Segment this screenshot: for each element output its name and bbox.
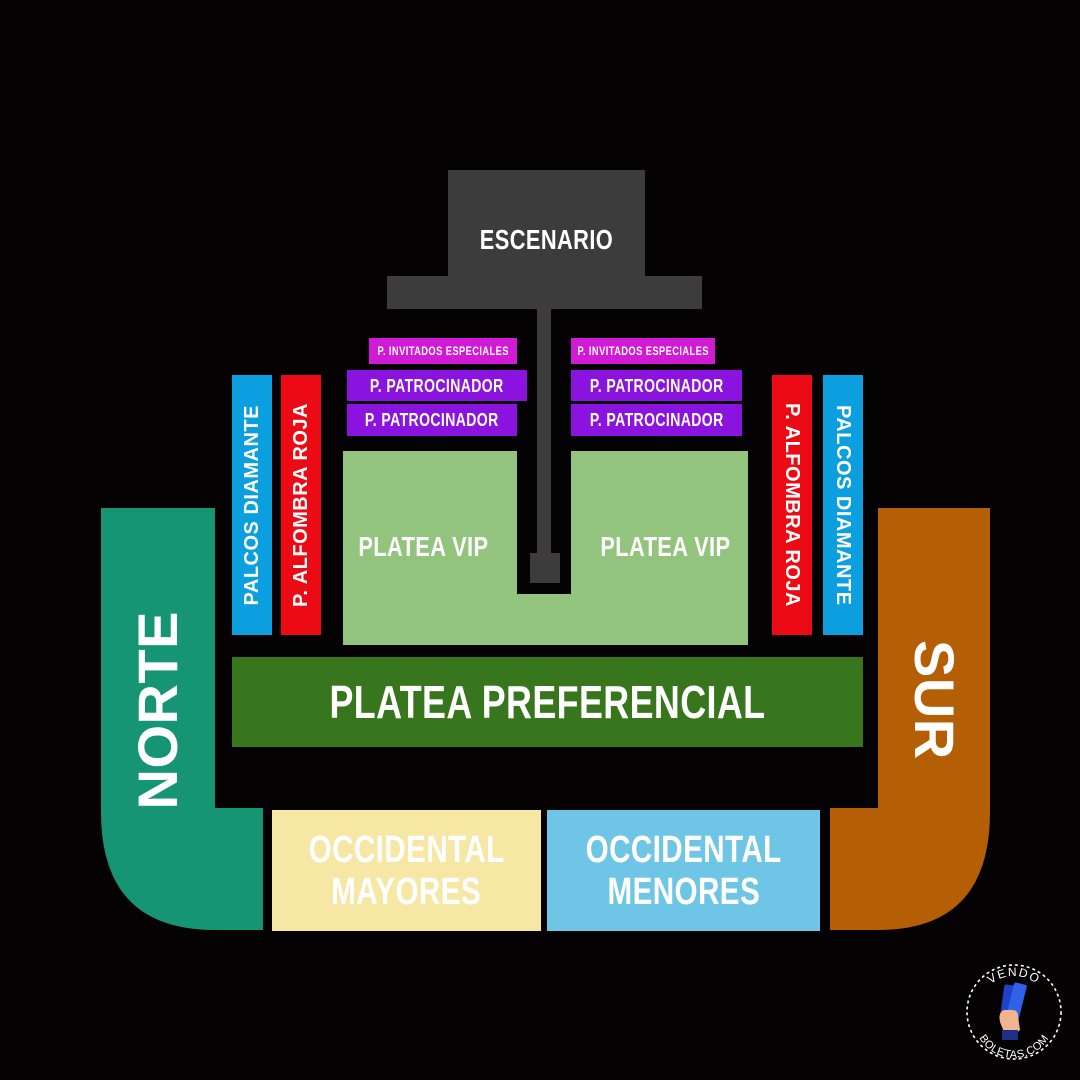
section-occidental-mayores-line2: MAYORES bbox=[331, 870, 482, 913]
brand-logo[interactable]: VENDO BOLETAS.COM bbox=[962, 960, 1066, 1064]
section-sur-label: SUR bbox=[903, 640, 966, 760]
section-platea-preferencial[interactable]: PLATEA PREFERENCIAL bbox=[232, 657, 863, 747]
section-occidental-menores-line2: MENORES bbox=[607, 870, 760, 913]
section-invitados-especiales-right-label: P. INVITADOS ESPECIALES bbox=[577, 344, 709, 358]
section-platea-preferencial-label: PLATEA PREFERENCIAL bbox=[329, 676, 766, 728]
stage[interactable]: ESCENARIO bbox=[448, 205, 645, 275]
section-patrocinador-left-1[interactable]: P. PATROCINADOR bbox=[347, 370, 527, 401]
section-patrocinador-left-2[interactable]: P. PATROCINADOR bbox=[347, 404, 517, 436]
brand-logo-graphic: VENDO BOLETAS.COM bbox=[966, 964, 1062, 1061]
section-platea-vip-right-label: PLATEA VIP bbox=[599, 531, 731, 562]
section-alfombra-roja-left[interactable]: P. ALFOMBRA ROJA bbox=[281, 375, 321, 635]
section-patrocinador-right-2[interactable]: P. PATROCINADOR bbox=[571, 404, 742, 436]
section-palcos-diamante-left[interactable]: PALCOS DIAMANTE bbox=[232, 375, 272, 635]
section-patrocinador-right-2-label: P. PATROCINADOR bbox=[589, 410, 724, 430]
section-occidental-mayores[interactable]: OCCIDENTAL MAYORES bbox=[272, 810, 541, 931]
svg-text:VENDO: VENDO bbox=[985, 965, 1043, 987]
stage-label: ESCENARIO bbox=[479, 224, 614, 255]
brand-logo-top-text: VENDO bbox=[985, 965, 1042, 987]
section-occidental-mayores-line1: OCCIDENTAL bbox=[308, 828, 505, 871]
section-occidental-menores-line1: OCCIDENTAL bbox=[585, 828, 782, 871]
section-patrocinador-left-2-label: P. PATROCINADOR bbox=[365, 410, 499, 430]
section-platea-vip-left[interactable]: PLATEA VIP bbox=[343, 515, 503, 579]
tickets-hand-icon bbox=[999, 982, 1027, 1040]
section-palcos-diamante-right[interactable]: PALCOS DIAMANTE bbox=[823, 375, 863, 635]
section-platea-vip-left-label: PLATEA VIP bbox=[357, 531, 489, 562]
section-alfombra-roja-right[interactable]: P. ALFOMBRA ROJA bbox=[772, 375, 812, 635]
section-alfombra-roja-right-label: P. ALFOMBRA ROJA bbox=[781, 403, 803, 607]
section-invitados-especiales-right[interactable]: P. INVITADOS ESPECIALES bbox=[571, 338, 715, 364]
section-patrocinador-right-1[interactable]: P. PATROCINADOR bbox=[571, 370, 742, 401]
section-sur[interactable]: SUR bbox=[878, 600, 990, 800]
section-invitados-especiales-left-label: P. INVITADOS ESPECIALES bbox=[377, 344, 509, 358]
section-palcos-diamante-right-label: PALCOS DIAMANTE bbox=[832, 404, 854, 606]
section-invitados-especiales-left[interactable]: P. INVITADOS ESPECIALES bbox=[369, 338, 517, 364]
section-occidental-menores[interactable]: OCCIDENTAL MENORES bbox=[547, 810, 820, 931]
section-platea-vip-right[interactable]: PLATEA VIP bbox=[585, 515, 745, 579]
section-patrocinador-right-1-label: P. PATROCINADOR bbox=[589, 375, 724, 396]
section-patrocinador-left-1-label: P. PATROCINADOR bbox=[370, 375, 504, 396]
